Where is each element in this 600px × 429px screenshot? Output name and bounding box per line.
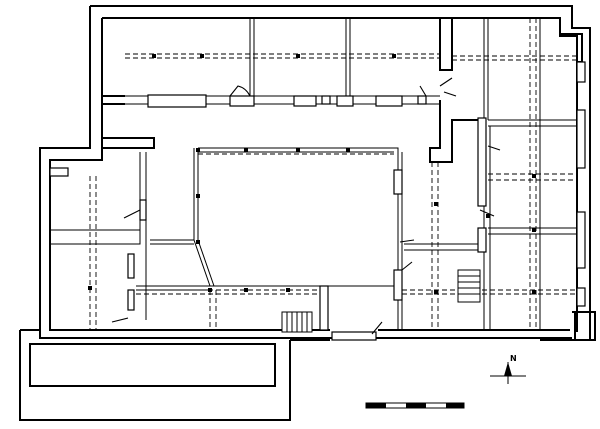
lower-annex bbox=[19, 329, 330, 421]
scale-bar-icon bbox=[365, 402, 465, 409]
stair-bottom bbox=[281, 311, 313, 333]
dashed-beams bbox=[89, 18, 577, 330]
stair-right bbox=[457, 269, 481, 303]
outer-walls bbox=[39, 5, 596, 341]
posts bbox=[88, 54, 536, 294]
north-arrow-icon: N bbox=[490, 354, 526, 384]
door-swings bbox=[111, 77, 501, 335]
north-label: N bbox=[510, 354, 517, 363]
windows bbox=[49, 61, 586, 341]
